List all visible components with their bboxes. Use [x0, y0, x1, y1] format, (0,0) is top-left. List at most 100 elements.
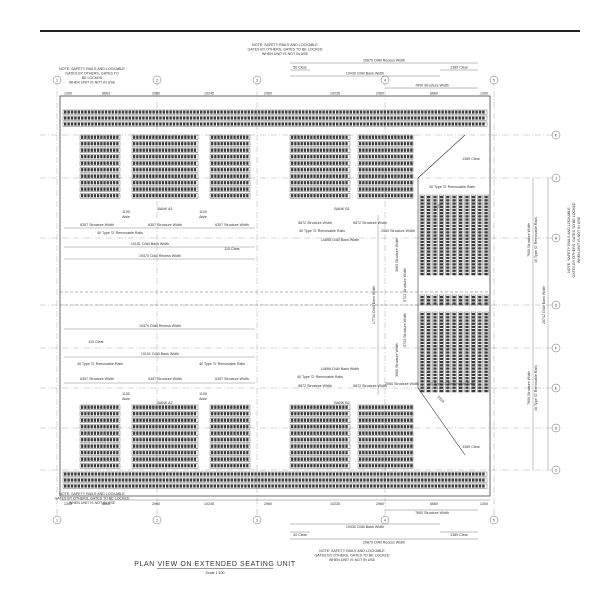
seat-row — [419, 311, 425, 393]
seat-row — [131, 411, 199, 417]
svg-text:NOTE: SAFETY RAILS AND LOCKABL: NOTE: SAFETY RAILS AND LOCKABLE — [319, 549, 385, 553]
aisle-label: Aisle — [199, 397, 207, 401]
seat-row — [79, 411, 121, 417]
seat-row — [477, 294, 483, 306]
seat-row — [477, 194, 483, 276]
seat-row — [357, 463, 414, 469]
seat-row — [289, 180, 351, 186]
svg-text:C: C — [555, 469, 558, 473]
dimension-label: 6660 — [430, 502, 438, 506]
seat-row — [445, 311, 451, 393]
aisle-width: 1100 — [199, 392, 207, 396]
dimension-label: 2960 — [264, 92, 272, 96]
svg-text:2: 2 — [156, 519, 158, 523]
seat-row — [209, 417, 251, 423]
center-vertical-dims: 17733 O/All Bank Width 3060 Structure Wi… — [372, 215, 407, 395]
seat-row — [131, 154, 199, 160]
bottom-left-clear: 50 Clear — [293, 533, 307, 537]
top-right-structure: 7600 Structure Width — [415, 84, 449, 88]
seat-row — [131, 141, 199, 147]
column-bubble: 3 — [252, 515, 262, 525]
seat-row — [439, 311, 444, 393]
column-bubble: 1 — [52, 75, 62, 85]
seat-row — [209, 141, 251, 147]
seat-row — [357, 456, 414, 462]
seat-row — [289, 437, 351, 443]
seat-row — [464, 294, 470, 306]
seat-row — [209, 173, 251, 179]
top-overall-dim: 20870 O/All Recess Width — [363, 59, 405, 63]
title-block-rule — [40, 30, 580, 32]
svg-text:1: 1 — [56, 79, 58, 83]
row-bubble: H — [551, 233, 561, 243]
seat-row — [209, 147, 251, 153]
seat-row — [464, 194, 470, 276]
removable-rails: 40 Type 'D' Removable Rails — [77, 362, 123, 366]
seat-row — [79, 141, 121, 147]
bank-label: BANK B2 — [334, 401, 349, 405]
seat-row — [289, 173, 351, 179]
seat-row — [289, 417, 351, 423]
seat-row — [131, 437, 199, 443]
column-bubble: 2 — [152, 75, 162, 85]
seat-row — [131, 134, 199, 140]
column-bubble: 2 — [152, 515, 162, 525]
seat-row — [471, 294, 476, 306]
right-upper-structure: 7600 Structure Width — [527, 223, 531, 257]
vertical-structure: 3060 Structure Width — [395, 238, 399, 272]
aisle-label: Aisle — [122, 215, 130, 219]
seat-row — [62, 115, 488, 121]
dimension-label: 10245 — [204, 502, 214, 506]
seat-row — [483, 294, 489, 306]
svg-text:GATES BY OTHERS, GATES TO BE L: GATES BY OTHERS, GATES TO BE LOCKED — [55, 497, 130, 501]
svg-text:4: 4 — [384, 79, 386, 83]
seat-row — [209, 463, 251, 469]
seat-row — [209, 437, 251, 443]
seat-row — [289, 186, 351, 192]
bank-width: 19151 O/All Bank Width — [131, 242, 169, 246]
row-bubble: G — [551, 300, 561, 310]
seat-row — [458, 194, 464, 276]
seating-bank-right-side — [419, 194, 489, 393]
svg-text:5: 5 — [493, 519, 495, 523]
seat-row — [79, 180, 121, 186]
building-outline — [59, 95, 491, 497]
removable-rails: 40 Type 'D' Removable Rails — [97, 231, 143, 235]
seating-bank-upper-right — [289, 134, 414, 199]
clear-dim: 110 Clear — [88, 340, 104, 344]
seat-row — [62, 483, 488, 489]
seat-row — [79, 193, 121, 199]
dimension-label: 2960 — [376, 502, 384, 506]
dimension-label: 1300 — [480, 502, 488, 506]
seat-row — [357, 141, 414, 147]
seat-row — [289, 193, 351, 199]
seat-row — [419, 294, 425, 306]
seating-bank-upper-left — [79, 134, 251, 199]
seat-row — [209, 450, 251, 456]
seat-row — [79, 154, 121, 160]
front-row-top — [62, 109, 488, 127]
seat-row — [289, 160, 351, 166]
seat-row — [289, 443, 351, 449]
dimension-label: 2960 — [376, 92, 384, 96]
seat-row — [131, 147, 199, 153]
structure-width: 5872 Structure Width — [353, 384, 387, 388]
aisle-label: Aisle — [199, 215, 207, 219]
seat-row — [471, 311, 476, 393]
seat-row — [131, 193, 199, 199]
seat-row — [289, 147, 351, 153]
seat-row — [357, 180, 414, 186]
bottom-center-note: NOTE: SAFETY RAILS AND LOCKABLE GATES BY… — [315, 549, 390, 562]
seat-row — [432, 194, 438, 276]
bank-label: BANK A2 — [158, 401, 173, 405]
seat-row — [131, 424, 199, 430]
svg-text:K: K — [555, 134, 558, 138]
side-structure: 2060 Structure Width — [385, 382, 419, 386]
seat-row — [357, 443, 414, 449]
diagonal-rails: 40 Type 'D' Removable Rails — [429, 185, 475, 189]
seat-row — [131, 430, 199, 436]
top-left-clear: 50 Clear — [293, 66, 307, 70]
dimension-label: 10235 — [330, 502, 340, 506]
svg-text:2: 2 — [156, 79, 158, 83]
bottom-bank-width: 19430 O/All Bank Width — [346, 525, 384, 529]
